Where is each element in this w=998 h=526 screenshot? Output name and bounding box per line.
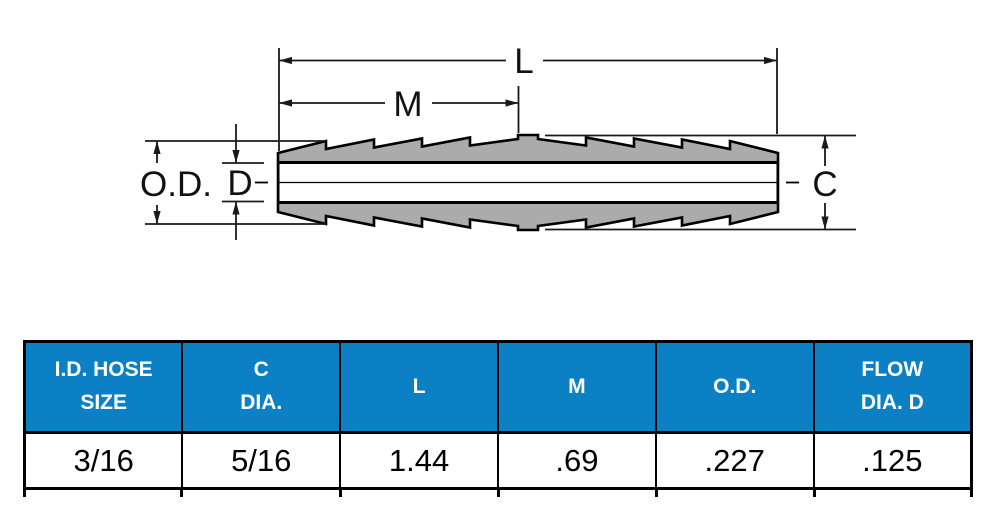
header-line: DIA. D (860, 391, 924, 414)
header-line: DIA. (240, 391, 283, 414)
barb-length-label: M (393, 85, 422, 124)
arrow-right-icon (505, 99, 519, 107)
value-id-hose-size: 3/16 (23, 431, 184, 490)
arrow-left-icon (279, 99, 292, 107)
arrow-up-icon (821, 135, 829, 149)
arrow-up-icon (232, 201, 240, 215)
col-header-flow-dia-d: FLOW DIA. D (812, 340, 973, 434)
header-line: M (568, 374, 586, 398)
grid-line-tail (23, 489, 26, 497)
arrow-down-icon (232, 150, 240, 163)
overall-length-label: L (514, 42, 533, 81)
value-m: .69 (496, 431, 657, 490)
dimension-overall-length: L (279, 42, 777, 81)
col-header-od: O.D. (654, 340, 815, 434)
col-header-c-dia: C DIA. (181, 340, 342, 434)
header-line: L (412, 374, 426, 398)
grid-line-tail (655, 489, 658, 497)
barb-fitting-diagram: L M O.D. D C (140, 42, 856, 240)
dimension-barb-diameter: C (545, 134, 856, 231)
dimension-barb-length: M (279, 85, 519, 124)
arrow-up-icon (153, 141, 161, 154)
header-row: I.D. HOSE SIZE C DIA. L M O.D. FLOW (23, 340, 973, 434)
grid-line-tail (970, 489, 973, 497)
header-line: SIZE (80, 391, 127, 414)
arrow-left-icon (279, 56, 292, 65)
table-row: 3/16 5/16 1.44 .69 .227 .125 (23, 431, 973, 490)
header-line: C (253, 358, 269, 382)
grid-line-tail (339, 489, 342, 497)
arrow-down-icon (821, 216, 829, 230)
arrow-down-icon (153, 211, 161, 224)
header-line: I.D. HOSE (54, 358, 153, 382)
grid-line-tail (497, 489, 500, 497)
outer-diameter-label: O.D. (140, 165, 212, 204)
spec-table-grid: I.D. HOSE SIZE C DIA. L M O.D. FLOW (23, 340, 973, 490)
col-header-id-hose-size: I.D. HOSE SIZE (23, 340, 184, 434)
arrow-right-icon (764, 56, 777, 65)
col-header-m: M (496, 340, 657, 434)
flow-diameter-label: D (227, 164, 252, 203)
col-header-l: L (339, 340, 499, 434)
value-l: 1.44 (339, 431, 499, 490)
grid-line-tail (180, 489, 183, 497)
header-line: O.D. (713, 374, 757, 398)
value-od: .227 (654, 431, 815, 490)
barb-diameter-label: C (812, 165, 837, 204)
value-c-dia: 5/16 (181, 431, 342, 490)
value-flow-dia-d: .125 (812, 431, 973, 490)
dimension-flow-diameter: D (222, 124, 264, 240)
header-line: FLOW (861, 358, 924, 382)
grid-line-tail (813, 489, 816, 497)
spec-table: I.D. HOSE SIZE C DIA. L M O.D. FLOW (23, 340, 973, 497)
